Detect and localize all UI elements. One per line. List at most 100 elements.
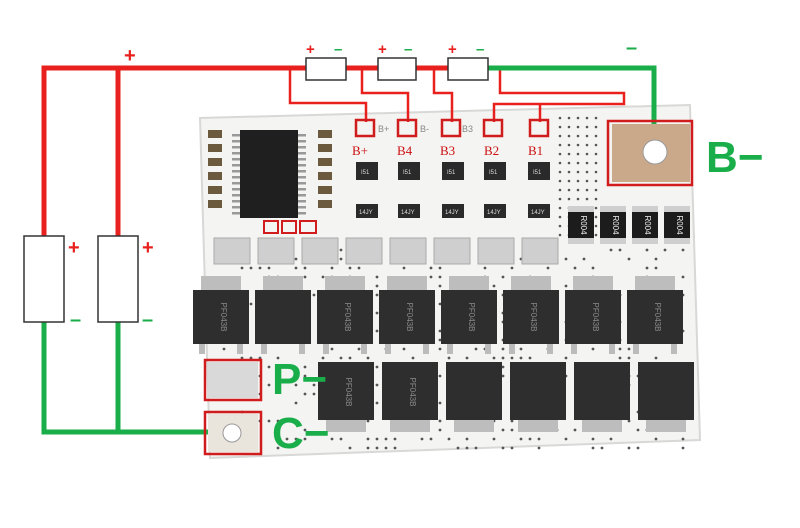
via-dot — [586, 126, 589, 129]
via-dot — [646, 267, 649, 270]
via-dot — [520, 438, 523, 441]
mosfet — [638, 362, 694, 420]
mosfet-lead — [633, 344, 639, 354]
mosfet-lead — [609, 344, 615, 354]
string-resistor-1 — [306, 58, 346, 80]
smd-capacitor — [318, 158, 332, 166]
ic-pin — [232, 170, 240, 173]
via-dot — [439, 375, 442, 378]
via-dot — [376, 285, 379, 288]
resistor-code: R004 — [675, 215, 684, 235]
via-dot — [484, 267, 487, 270]
via-dot — [439, 285, 442, 288]
mosfet-lead — [199, 344, 205, 354]
via-dot — [502, 348, 505, 351]
via-dot — [559, 189, 562, 192]
main-plus-sign: + — [124, 45, 136, 67]
via-dot — [493, 357, 496, 360]
ic-pin — [232, 140, 240, 143]
via-dot — [583, 258, 586, 261]
via-dot — [376, 438, 379, 441]
mosfet-lead — [323, 344, 329, 354]
r1-minus-sign: – — [334, 41, 342, 58]
mosfet-code: PF043B — [343, 303, 352, 332]
via-dot — [349, 267, 352, 270]
cell2-plus-sign: + — [142, 237, 154, 259]
via-dot — [268, 366, 271, 369]
via-dot — [655, 438, 658, 441]
mosfet-code: PF043B — [653, 303, 662, 332]
via-dot — [466, 357, 469, 360]
via-dot — [376, 276, 379, 279]
via-dot — [586, 117, 589, 120]
via-dot — [367, 438, 370, 441]
via-dot — [430, 276, 433, 279]
via-dot — [595, 225, 598, 228]
via-dot — [577, 180, 580, 183]
via-dot — [376, 330, 379, 333]
via-dot — [223, 348, 226, 351]
via-dot — [595, 207, 598, 210]
mosfet-tab — [582, 420, 622, 432]
via-dot — [559, 207, 562, 210]
ic-pin — [298, 200, 306, 203]
via-dot — [559, 234, 562, 237]
via-dot — [439, 276, 442, 279]
via-dot — [568, 162, 571, 165]
ic-pin — [232, 188, 240, 191]
via-dot — [595, 126, 598, 129]
chip-label: I51 — [447, 170, 456, 176]
mosfet-lead — [299, 344, 305, 354]
via-dot — [439, 330, 442, 333]
via-dot — [331, 438, 334, 441]
ic-pin — [232, 134, 240, 137]
bminus-wire-minus-sign: – — [626, 37, 637, 59]
via-dot — [295, 258, 298, 261]
via-dot — [586, 153, 589, 156]
mosfet-lead — [447, 344, 453, 354]
via-dot — [493, 438, 496, 441]
via-dot — [394, 438, 397, 441]
via-dot — [430, 438, 433, 441]
via-dot — [565, 438, 568, 441]
mosfet — [446, 362, 502, 420]
via-dot — [466, 438, 469, 441]
via-dot — [376, 366, 379, 369]
heatsink-tab — [522, 238, 558, 264]
via-dot — [559, 126, 562, 129]
via-dot — [568, 144, 571, 147]
via-dot — [493, 285, 496, 288]
via-dot — [241, 267, 244, 270]
via-dot — [586, 198, 589, 201]
via-dot — [568, 180, 571, 183]
via-dot — [559, 117, 562, 120]
mosfet-tab — [201, 276, 241, 290]
r3-plus-sign: + — [448, 41, 457, 58]
via-dot — [619, 249, 622, 252]
heatsink-tab — [434, 238, 470, 264]
via-dot — [439, 420, 442, 423]
via-dot — [574, 267, 577, 270]
via-dot — [295, 267, 298, 270]
via-dot — [619, 357, 622, 360]
ic-pin — [298, 158, 306, 161]
pin-label-b4: B4 — [397, 143, 413, 158]
via-dot — [682, 249, 685, 252]
via-dot — [592, 267, 595, 270]
ic-pin — [298, 140, 306, 143]
cell1-plus-sign: + — [68, 237, 80, 259]
via-dot — [586, 171, 589, 174]
heatsink-tab — [390, 238, 426, 264]
via-dot — [628, 348, 631, 351]
bms-controller-ic — [240, 130, 298, 218]
smd-capacitor — [318, 186, 332, 194]
via-dot — [376, 447, 379, 450]
p-minus-pad — [208, 362, 258, 398]
via-dot — [577, 117, 580, 120]
via-dot — [592, 348, 595, 351]
transistor-label: 14JY — [445, 210, 459, 216]
mosfet-code: PF043B — [408, 378, 417, 407]
ic-pin — [232, 200, 240, 203]
mosfet-lead — [571, 344, 577, 354]
c-minus-wire — [44, 322, 208, 432]
